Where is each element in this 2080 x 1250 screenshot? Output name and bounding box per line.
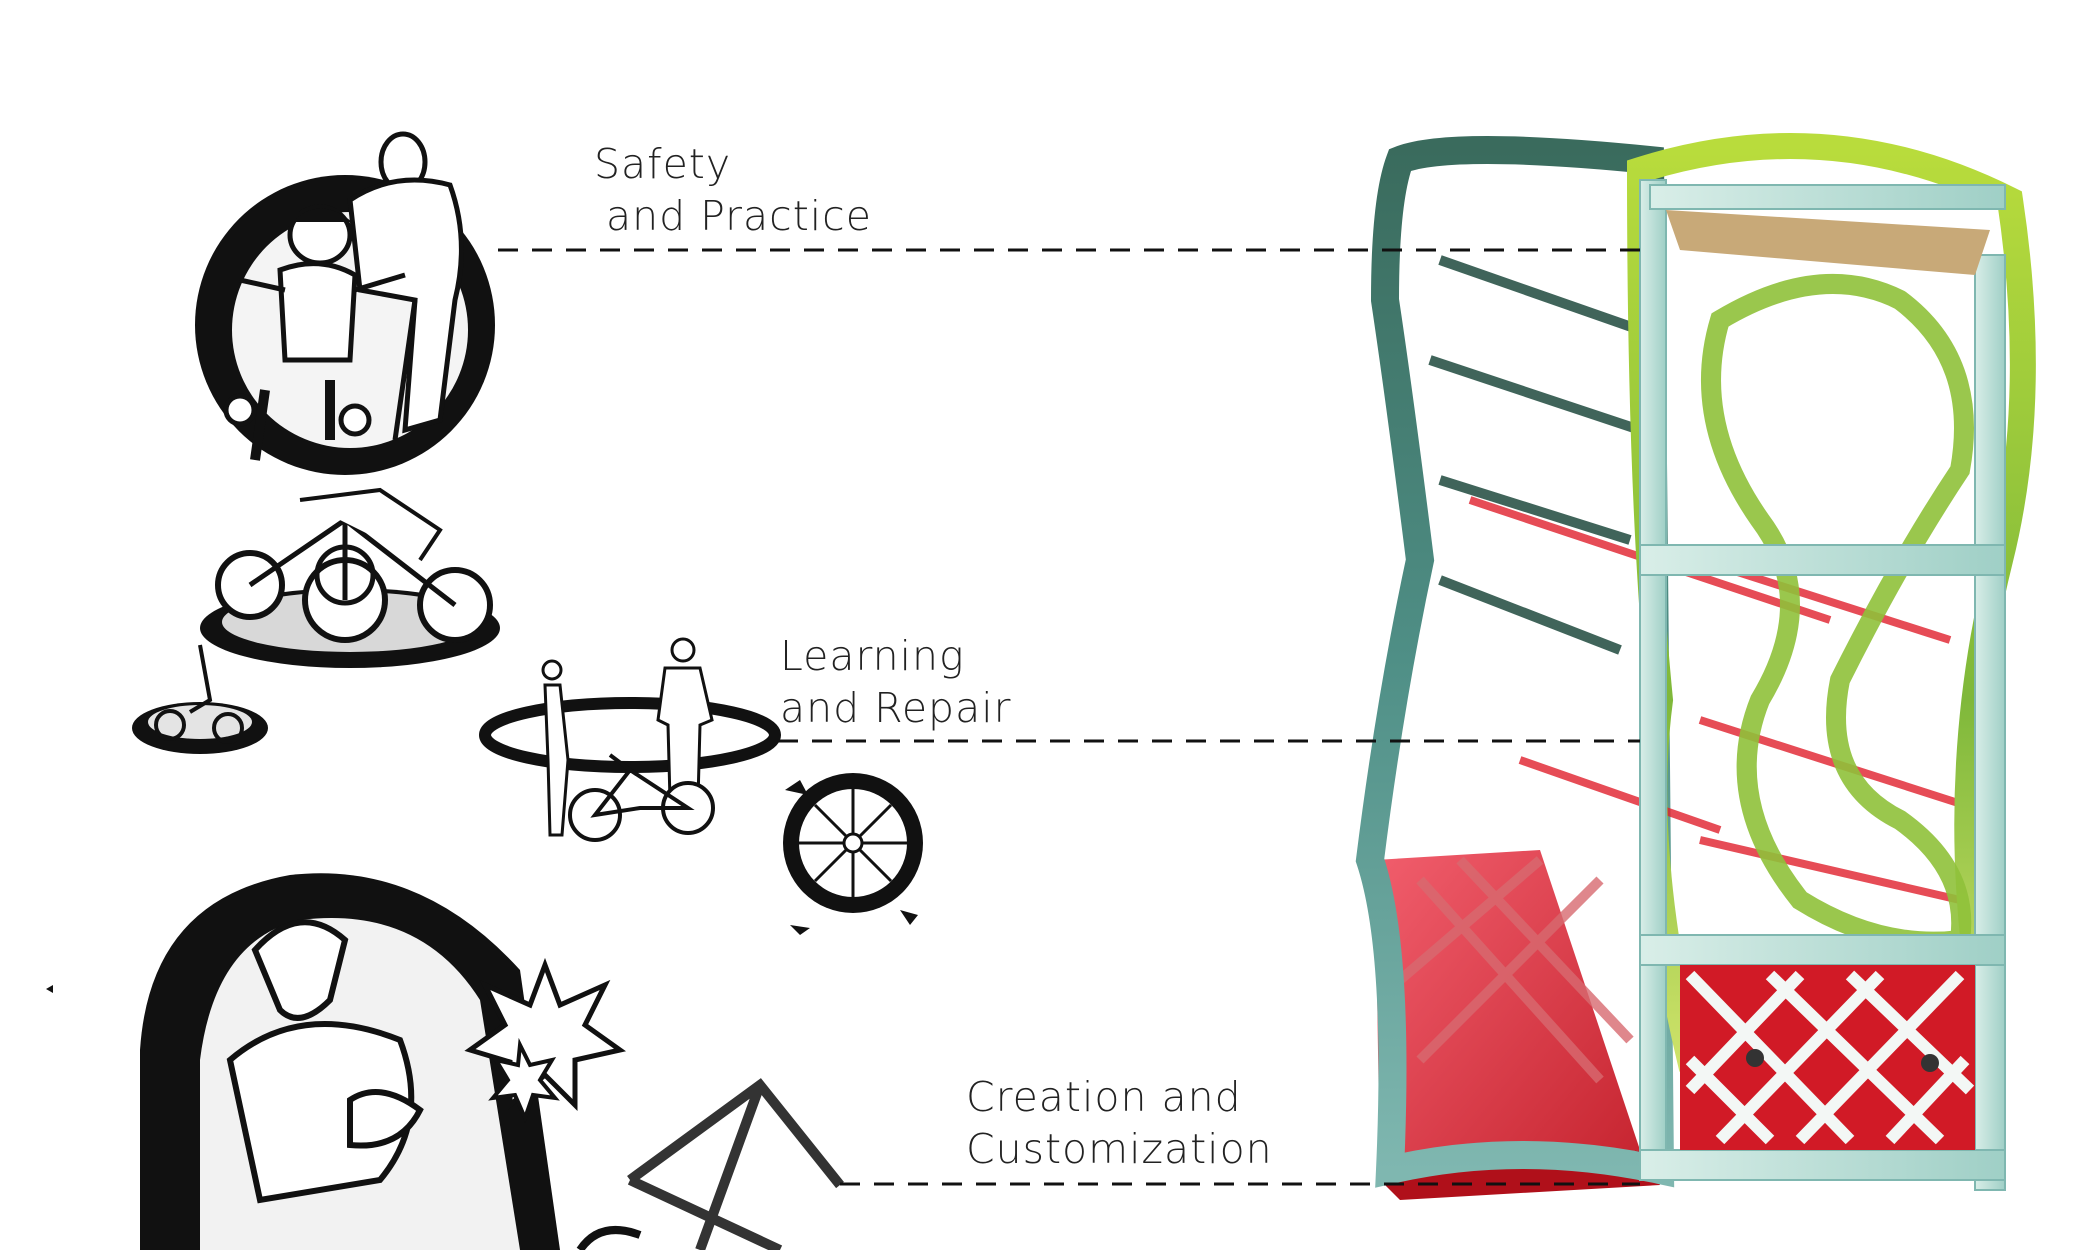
hand-bike-frame-icon [140,873,844,1250]
two-people-bike-icon [479,637,781,842]
label-learning-line2: and Repair [780,684,1012,732]
label-safety-line1: Safety [594,140,732,188]
label-creation-and-customization: Creation and Customization [966,1071,1273,1175]
leader-lines [498,248,1640,1186]
pavilion-model-image [1355,133,2036,1200]
label-safety-and-practice: Safety and Practice [594,138,872,242]
tricycle-icon [132,487,500,754]
label-safety-line2: and Practice [606,192,872,240]
label-learning-line1: Learning [780,632,965,680]
label-learning-and-repair: Learning and Repair [780,630,1011,734]
label-creation-line1: Creation and [966,1073,1242,1121]
arrow-marker-icon [46,985,53,993]
wheel-wrench-icon [783,773,923,935]
helmet-child-figure-icon [195,131,495,475]
label-creation-line2: Customization [966,1125,1273,1173]
